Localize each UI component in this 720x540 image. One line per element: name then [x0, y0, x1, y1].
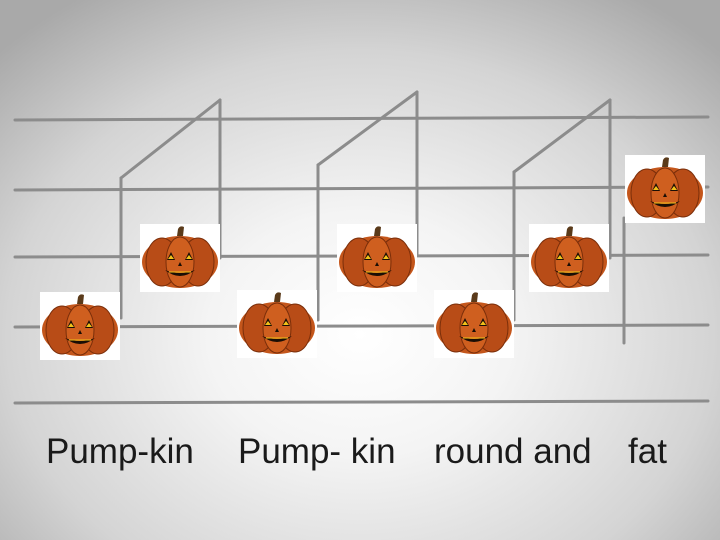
note-beam	[316, 90, 419, 167]
staff-line-2	[13, 185, 710, 192]
pumpkin-icon	[239, 292, 315, 354]
pumpkin-note	[40, 292, 120, 360]
pumpkin-note	[529, 224, 609, 292]
staff-line-1	[13, 115, 710, 122]
pumpkin-icon	[42, 294, 118, 356]
pumpkin-note	[140, 224, 220, 292]
staff-line-5	[13, 399, 710, 405]
pumpkin-icon	[142, 226, 218, 288]
staff-line-4	[13, 323, 710, 329]
pumpkin-note	[434, 290, 514, 358]
pumpkin-icon	[436, 292, 512, 354]
pumpkin-note	[625, 155, 705, 223]
pumpkin-note	[337, 224, 417, 292]
lyric-word: round and	[434, 432, 592, 471]
pumpkin-note	[237, 290, 317, 358]
lyric-word: Pump- kin	[238, 432, 396, 471]
note-beam	[119, 98, 222, 180]
pumpkin-icon	[531, 226, 607, 288]
note-beam	[512, 98, 612, 174]
lyrics-line: Pump-kin Pump- kin round and fat	[0, 432, 720, 484]
pumpkin-icon	[339, 226, 415, 288]
pumpkin-icon	[627, 157, 703, 219]
lyric-word: fat	[628, 432, 667, 471]
lyric-word: Pump-kin	[46, 432, 194, 471]
